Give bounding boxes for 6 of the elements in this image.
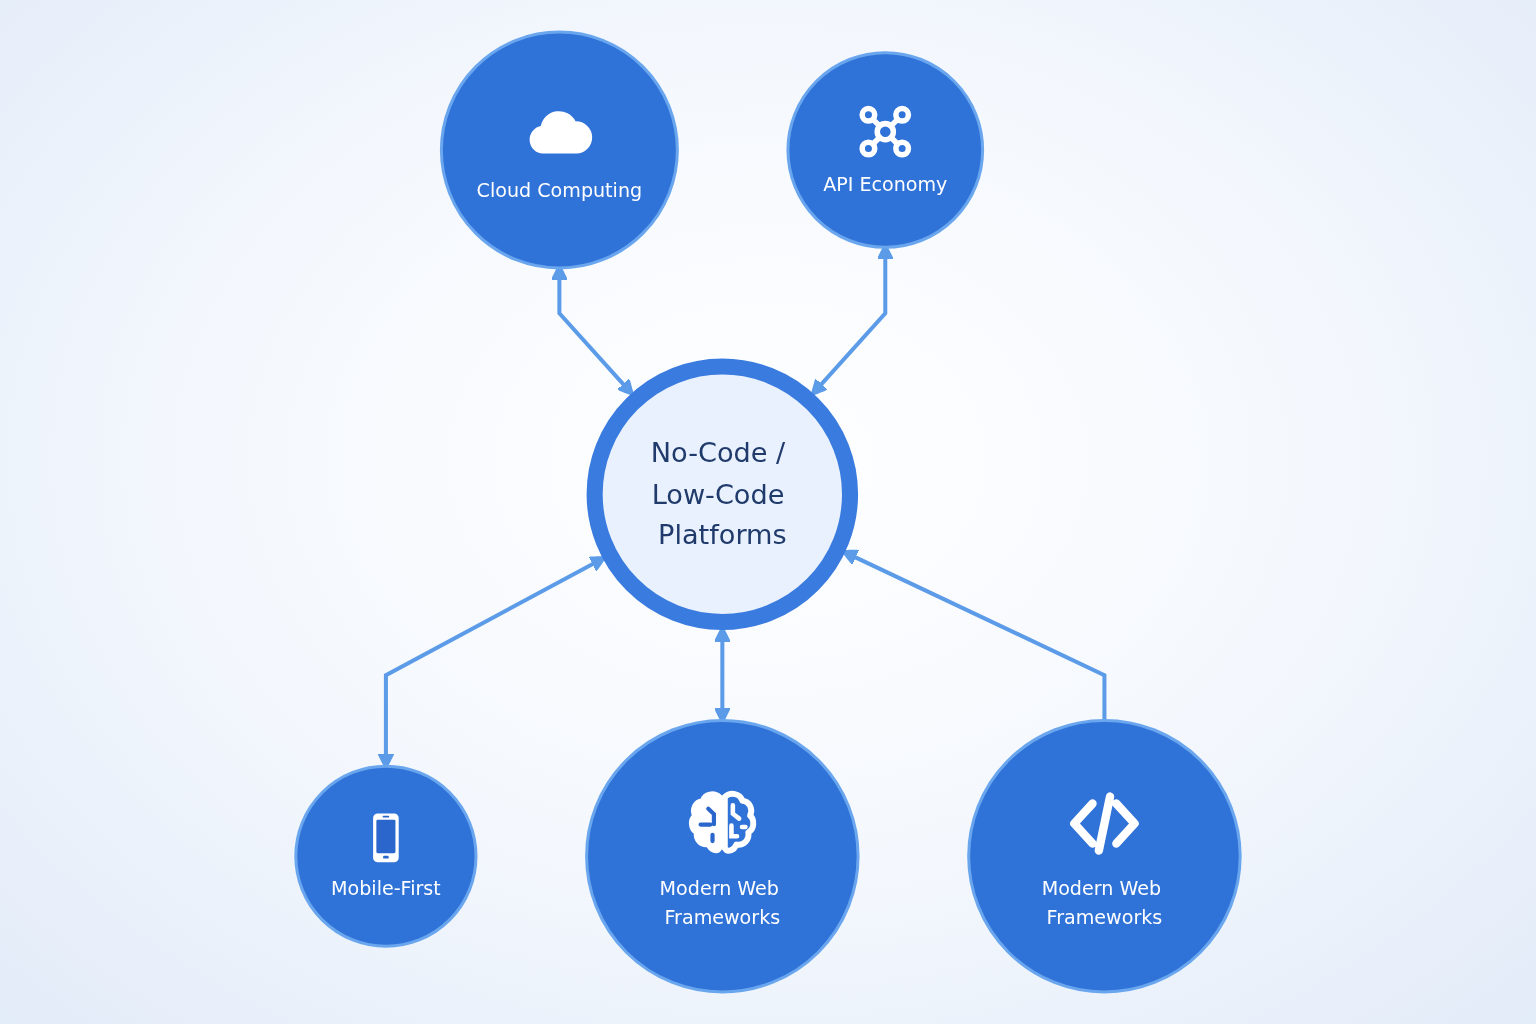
node-circle: No-Code / Low-Code Platforms <box>586 358 859 630</box>
node-circle: Modern Web Frameworks <box>585 718 860 994</box>
node-circle: API Economy <box>786 51 985 249</box>
node-circle: Cloud Computing <box>439 30 679 270</box>
node-circle: Modern Web Frameworks <box>967 718 1242 994</box>
node-circle: Mobile-First <box>294 764 478 948</box>
